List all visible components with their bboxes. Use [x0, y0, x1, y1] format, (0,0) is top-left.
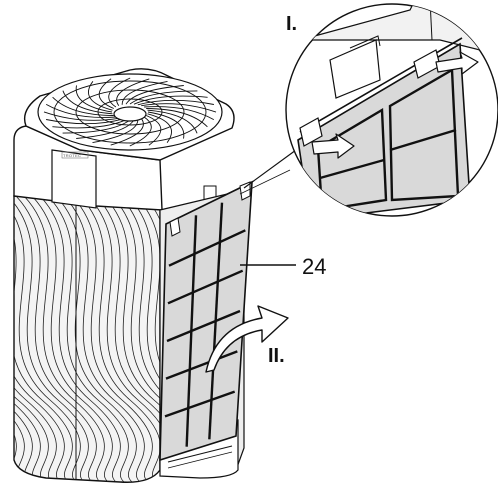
release-arrow-right	[435, 51, 479, 75]
fan-blade	[129, 90, 198, 105]
display-strip	[61, 151, 89, 159]
fan-blade	[45, 104, 116, 118]
fan-blade	[62, 90, 113, 115]
grille-wave	[14, 196, 59, 483]
fan-grille	[43, 77, 217, 147]
filter-grid-line	[168, 229, 246, 267]
body-grille-pattern	[0, 196, 160, 490]
fan-blade	[98, 78, 114, 109]
fan-blade	[75, 85, 113, 113]
fan-ring	[97, 98, 163, 126]
grille-wave	[14, 196, 83, 483]
brand-logo: TROTEC	[63, 153, 81, 158]
grille-wave	[103, 196, 160, 483]
removal-arrow	[205, 305, 289, 373]
grille-wave	[14, 196, 67, 483]
fan-blade	[146, 108, 208, 128]
fan-blade	[92, 119, 139, 144]
grille-wave	[14, 196, 51, 483]
part-number-label: 24	[302, 254, 326, 279]
fan-blade	[133, 95, 208, 105]
step-two-label: II.	[268, 345, 285, 367]
zoom-detail	[285, 3, 498, 217]
grille-wave	[14, 196, 99, 483]
fan-blade	[141, 103, 217, 113]
fan-blade	[43, 111, 119, 121]
filter-tab-left	[169, 217, 181, 237]
fan-blade	[125, 85, 184, 105]
purifier-body	[13, 195, 161, 483]
fan-blade	[46, 118, 123, 125]
filter-grid-line	[167, 269, 244, 305]
fan-hub	[113, 106, 147, 122]
grille-wave	[79, 196, 160, 483]
fan-blade	[52, 119, 127, 129]
grille-wave	[14, 196, 75, 483]
fan-blade	[147, 109, 198, 134]
grille-wave	[127, 196, 160, 483]
control-panel	[51, 149, 97, 209]
fan-ring	[53, 80, 207, 144]
filter-grid	[164, 202, 246, 447]
fan-blade	[146, 115, 162, 146]
grille-wave	[0, 196, 2, 490]
filter-frame	[159, 180, 253, 462]
filter-grid-line	[165, 350, 238, 380]
filter-panel	[159, 180, 253, 462]
fan-blade	[76, 119, 135, 139]
grille-wave	[119, 196, 160, 483]
grille-wave	[23, 196, 115, 483]
grille-wave	[31, 196, 123, 483]
fan-ring	[75, 89, 185, 135]
fan-blade	[137, 99, 214, 106]
zoom-leader-line	[243, 149, 297, 189]
release-arrow-left	[311, 133, 355, 159]
grille-wave	[71, 196, 160, 483]
grille-wave	[95, 196, 160, 483]
grille-wave	[14, 196, 91, 483]
fan-blade	[147, 113, 172, 143]
fan-blade	[147, 111, 185, 139]
fan-blade	[52, 96, 114, 116]
grille-wave	[0, 196, 10, 490]
zoom-clip-left	[299, 117, 323, 147]
grille-wave	[55, 196, 147, 483]
step-one-label: I.	[286, 13, 297, 35]
grille-wave	[47, 196, 139, 483]
fan-blade	[121, 80, 168, 105]
filter-grid-line	[166, 309, 241, 343]
grille-wave	[63, 196, 155, 483]
fan-blade	[62, 119, 131, 134]
grille-wave	[39, 196, 131, 483]
grille-wave	[15, 196, 107, 483]
fan-blade	[88, 81, 113, 111]
grille-wave	[14, 196, 43, 483]
filter-grid-line	[164, 390, 236, 418]
grille-wave	[111, 196, 160, 483]
grille-wave	[87, 196, 160, 483]
fan-blade	[144, 106, 215, 120]
filter-tab-right	[239, 181, 251, 201]
zoom-housing-latch	[329, 39, 381, 99]
